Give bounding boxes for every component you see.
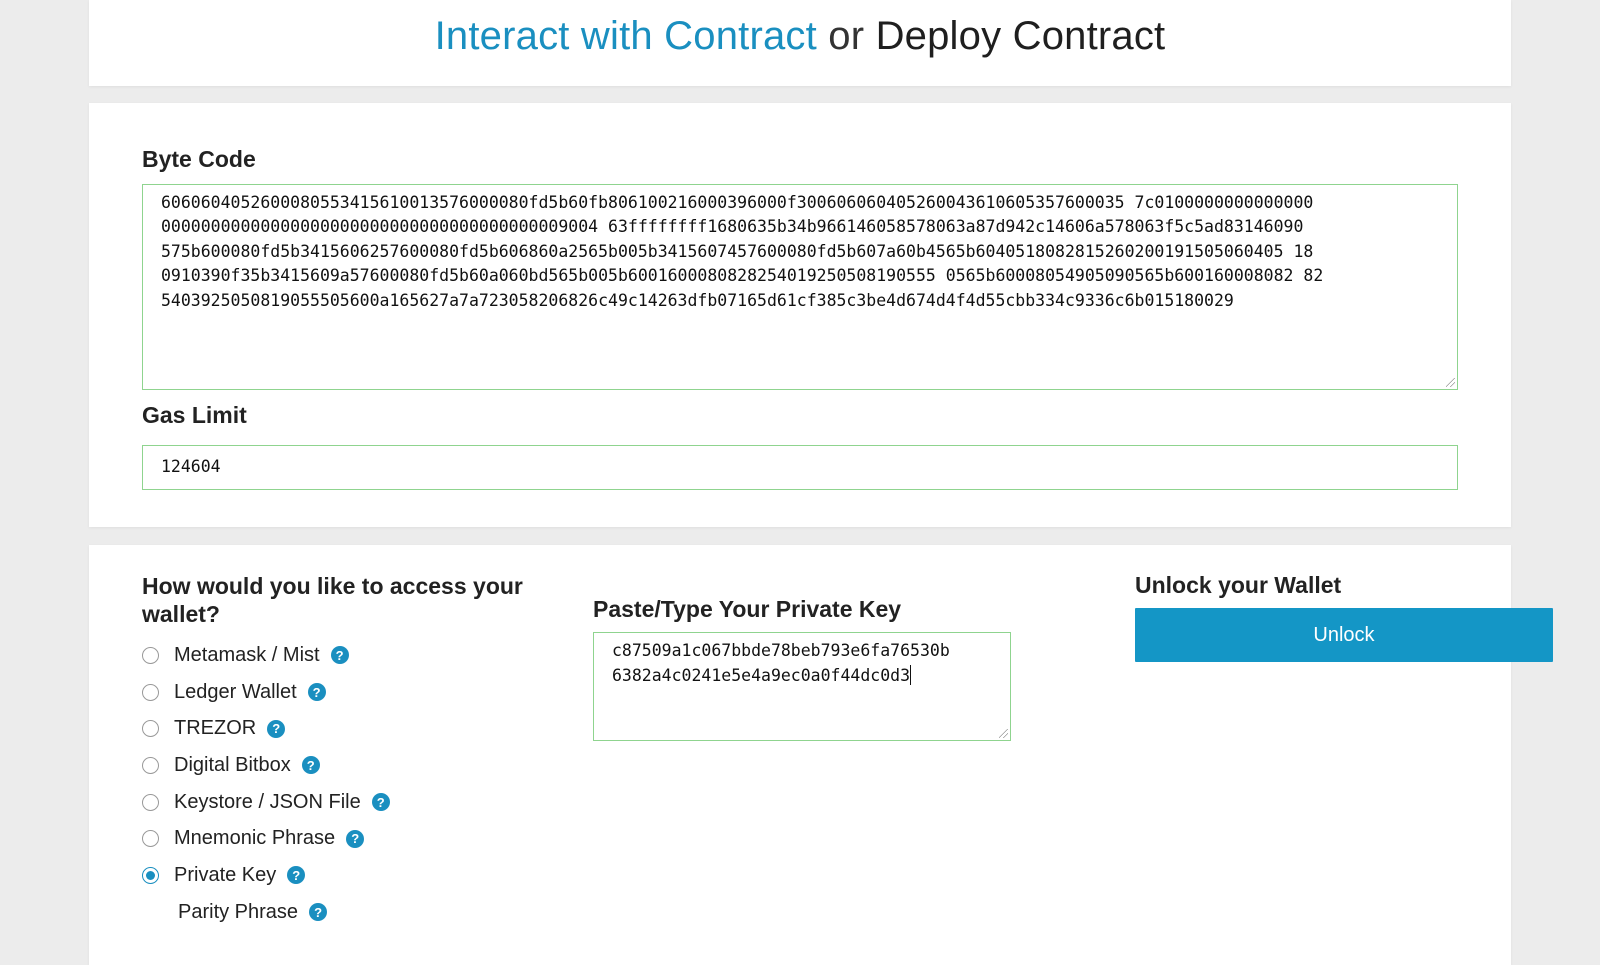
radio-button[interactable] (142, 646, 159, 664)
bytecode-line: 5403925050819055505600a165627a7a72305820… (161, 290, 1234, 310)
question-circle-icon[interactable]: ? (267, 719, 286, 738)
deploy-card: Byte Code 606060405260008055341561001357… (89, 103, 1511, 527)
bytecode-line: 6060604052600080553415610013576000080fd5… (161, 193, 1314, 212)
option-trezor[interactable]: TREZOR ? (142, 710, 390, 747)
header-card: Interact with Contract or Deploy Contrac… (89, 0, 1511, 86)
option-mnemonic[interactable]: Mnemonic Phrase ? (142, 820, 390, 857)
text-caret (910, 664, 912, 685)
option-label: Private Key (174, 863, 277, 886)
bytecode-line: 0000000000000000000000000000000000000000… (161, 217, 1304, 237)
unlock-button[interactable]: Unlock (1135, 608, 1553, 662)
radio-button[interactable] (142, 683, 159, 701)
bytecode-textarea[interactable]: 6060604052600080553415610013576000080fd5… (142, 184, 1458, 390)
option-label: Mnemonic Phrase (174, 827, 336, 850)
private-key-textarea[interactable]: c87509a1c067bbde78beb793e6fa76530b 6382a… (593, 632, 1011, 741)
option-label: TREZOR (174, 717, 257, 740)
radio-button[interactable] (142, 756, 159, 774)
option-label: Parity Phrase (178, 900, 299, 923)
option-label: Ledger Wallet (174, 680, 297, 703)
radio-button[interactable] (142, 830, 159, 848)
access-card: How would you like to access your wallet… (89, 545, 1553, 965)
resize-handle-icon[interactable] (1446, 378, 1455, 387)
option-label: Digital Bitbox (174, 753, 291, 776)
question-circle-icon[interactable]: ? (309, 903, 328, 922)
radio-button-checked[interactable] (142, 866, 159, 884)
deploy-contract-title: Deploy Contract (875, 14, 1166, 58)
access-question: How would you like to access your wallet… (142, 573, 523, 627)
bytecode-label: Byte Code (142, 146, 256, 172)
private-key-label: Paste/Type Your Private Key (593, 596, 902, 622)
title-or-text: or (828, 14, 865, 58)
resize-handle-icon[interactable] (999, 729, 1008, 738)
gas-limit-label: Gas Limit (142, 402, 247, 428)
interact-contract-link[interactable]: Interact with Contract (434, 14, 817, 58)
option-private-key[interactable]: Private Key ? (142, 857, 390, 894)
question-circle-icon[interactable]: ? (346, 829, 365, 848)
page-title: Interact with Contract or Deploy Contrac… (89, 0, 1511, 56)
option-label: Metamask / Mist (174, 643, 320, 666)
bytecode-line: 575b600080fd5b3415606257600080fd5b606860… (161, 241, 1314, 261)
option-label: Keystore / JSON File (174, 790, 361, 813)
bytecode-line: 0910390f35b3415609a57600080fd5b60a060bd5… (161, 266, 1324, 286)
gas-limit-value: 124604 (161, 457, 221, 476)
access-options: Metamask / Mist ? Ledger Wallet ? TREZOR… (142, 637, 390, 931)
option-ledger[interactable]: Ledger Wallet ? (142, 674, 390, 711)
question-circle-icon[interactable]: ? (301, 756, 320, 775)
option-metamask[interactable]: Metamask / Mist ? (142, 637, 390, 674)
private-key-line: c87509a1c067bbde78beb793e6fa76530b (612, 641, 950, 660)
option-digital-bitbox[interactable]: Digital Bitbox ? (142, 747, 390, 784)
radio-button[interactable] (142, 720, 159, 738)
gas-limit-input[interactable]: 124604 (142, 445, 1458, 490)
radio-button[interactable] (142, 793, 159, 811)
question-circle-icon[interactable]: ? (307, 683, 326, 702)
option-keystore[interactable]: Keystore / JSON File ? (142, 784, 390, 821)
private-key-line: 6382a4c0241e5e4a9ec0a0f44dc0d3 (612, 665, 911, 685)
option-parity-phrase[interactable]: Parity Phrase ? (142, 894, 390, 931)
question-circle-icon[interactable]: ? (287, 866, 306, 885)
question-circle-icon[interactable]: ? (330, 646, 349, 665)
question-circle-icon[interactable]: ? (371, 793, 390, 812)
unlock-wallet-label: Unlock your Wallet (1135, 572, 1342, 598)
